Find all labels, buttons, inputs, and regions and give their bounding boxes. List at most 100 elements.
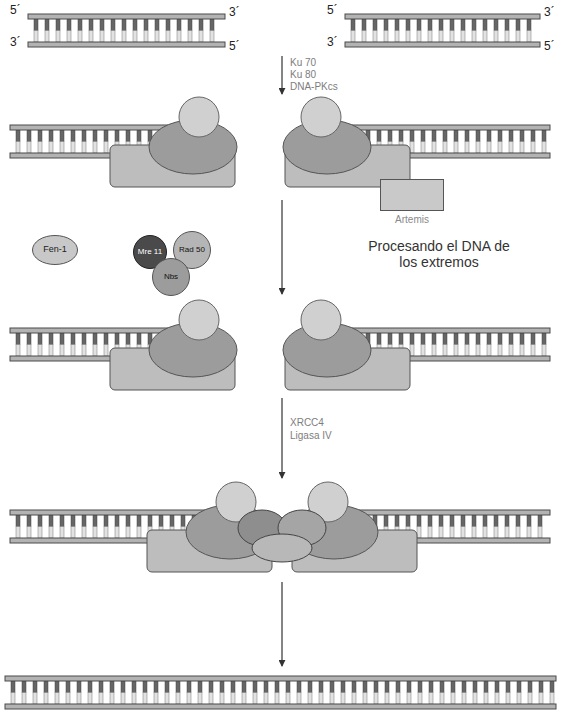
protein-circle-shape bbox=[153, 259, 190, 296]
base-pair bbox=[509, 345, 513, 357]
base-pair bbox=[82, 333, 86, 345]
base-pair bbox=[509, 333, 513, 345]
base-pair bbox=[506, 681, 510, 693]
base-pair bbox=[155, 31, 159, 43]
base-pair bbox=[27, 345, 31, 357]
base-pair bbox=[181, 515, 185, 527]
base-pair bbox=[154, 693, 158, 705]
base-pair bbox=[210, 19, 214, 31]
base-pair bbox=[115, 130, 119, 142]
base-pair bbox=[286, 681, 290, 693]
base-pair bbox=[450, 515, 454, 527]
base-pair bbox=[498, 345, 502, 357]
base-pair bbox=[99, 681, 103, 693]
base-pair bbox=[330, 681, 334, 693]
base-pair bbox=[253, 693, 257, 705]
base-pair bbox=[49, 345, 53, 357]
base-pair bbox=[110, 693, 114, 705]
base-pair bbox=[188, 31, 192, 43]
dna-duplex bbox=[345, 14, 540, 47]
base-pair bbox=[439, 515, 443, 527]
base-pair bbox=[462, 681, 466, 693]
base-pair bbox=[509, 130, 513, 142]
base-pair bbox=[100, 31, 104, 43]
base-pair bbox=[373, 31, 377, 43]
base-pair bbox=[384, 515, 388, 527]
base-pair bbox=[528, 693, 532, 705]
base-pair bbox=[45, 31, 49, 43]
base-pair bbox=[177, 19, 181, 31]
base-pair bbox=[16, 345, 20, 357]
base-pair bbox=[60, 515, 64, 527]
base-pair bbox=[516, 515, 520, 527]
step-arrow bbox=[281, 56, 282, 94]
base-pair bbox=[210, 31, 214, 43]
base-pair bbox=[38, 515, 42, 527]
base-pair bbox=[472, 527, 476, 539]
base-pair bbox=[520, 345, 524, 357]
ku-dnapk-complex bbox=[283, 97, 410, 187]
base-pair bbox=[527, 515, 531, 527]
base-pair bbox=[22, 681, 26, 693]
ku-dnapk-complex bbox=[110, 300, 237, 390]
base-pair bbox=[165, 681, 169, 693]
base-pair bbox=[410, 333, 414, 345]
base-pair bbox=[132, 693, 136, 705]
base-pair bbox=[159, 515, 163, 527]
base-pair bbox=[505, 515, 509, 527]
base-pair bbox=[421, 130, 425, 142]
base-pair bbox=[126, 515, 130, 527]
base-pair bbox=[89, 19, 93, 31]
base-pair bbox=[542, 345, 546, 357]
protein-name: Mre 11 bbox=[138, 248, 162, 257]
base-pair bbox=[220, 681, 224, 693]
base-pair bbox=[509, 142, 513, 154]
base-pair bbox=[100, 19, 104, 31]
base-pair bbox=[451, 681, 455, 693]
base-pair bbox=[516, 19, 520, 31]
protein-name: Artemis bbox=[395, 214, 429, 225]
base-pair bbox=[93, 345, 97, 357]
base-pair bbox=[377, 333, 381, 345]
base-pair bbox=[44, 693, 48, 705]
base-pair bbox=[121, 693, 125, 705]
base-pair bbox=[44, 681, 48, 693]
base-pair bbox=[410, 130, 414, 142]
base-pair bbox=[406, 31, 410, 43]
base-pair bbox=[16, 527, 20, 539]
step-arrow bbox=[281, 582, 282, 666]
base-pair bbox=[242, 681, 246, 693]
base-pair bbox=[417, 515, 421, 527]
base-pair bbox=[465, 333, 469, 345]
base-pair bbox=[432, 333, 436, 345]
base-pair bbox=[209, 681, 213, 693]
base-pair bbox=[461, 527, 465, 539]
base-pair bbox=[395, 31, 399, 43]
base-pair bbox=[88, 693, 92, 705]
text-label: 5´ bbox=[229, 40, 240, 54]
base-pair bbox=[516, 527, 520, 539]
base-pair bbox=[352, 681, 356, 693]
base-pair bbox=[67, 31, 71, 43]
base-pair bbox=[55, 681, 59, 693]
base-pair bbox=[428, 527, 432, 539]
base-pair bbox=[166, 31, 170, 43]
base-pair bbox=[166, 19, 170, 31]
base-pair bbox=[253, 681, 257, 693]
base-pair bbox=[443, 345, 447, 357]
base-pair bbox=[93, 515, 97, 527]
base-pair bbox=[373, 19, 377, 31]
text-label: 5´ bbox=[327, 4, 338, 18]
base-pair bbox=[177, 31, 181, 43]
base-pair bbox=[417, 527, 421, 539]
base-pair bbox=[165, 693, 169, 705]
base-pair bbox=[115, 527, 119, 539]
base-pair bbox=[465, 142, 469, 154]
base-pair bbox=[418, 681, 422, 693]
base-pair bbox=[144, 31, 148, 43]
base-pair bbox=[319, 693, 323, 705]
base-pair bbox=[71, 515, 75, 527]
base-pair bbox=[498, 142, 502, 154]
base-pair bbox=[199, 19, 203, 31]
base-pair bbox=[417, 31, 421, 43]
